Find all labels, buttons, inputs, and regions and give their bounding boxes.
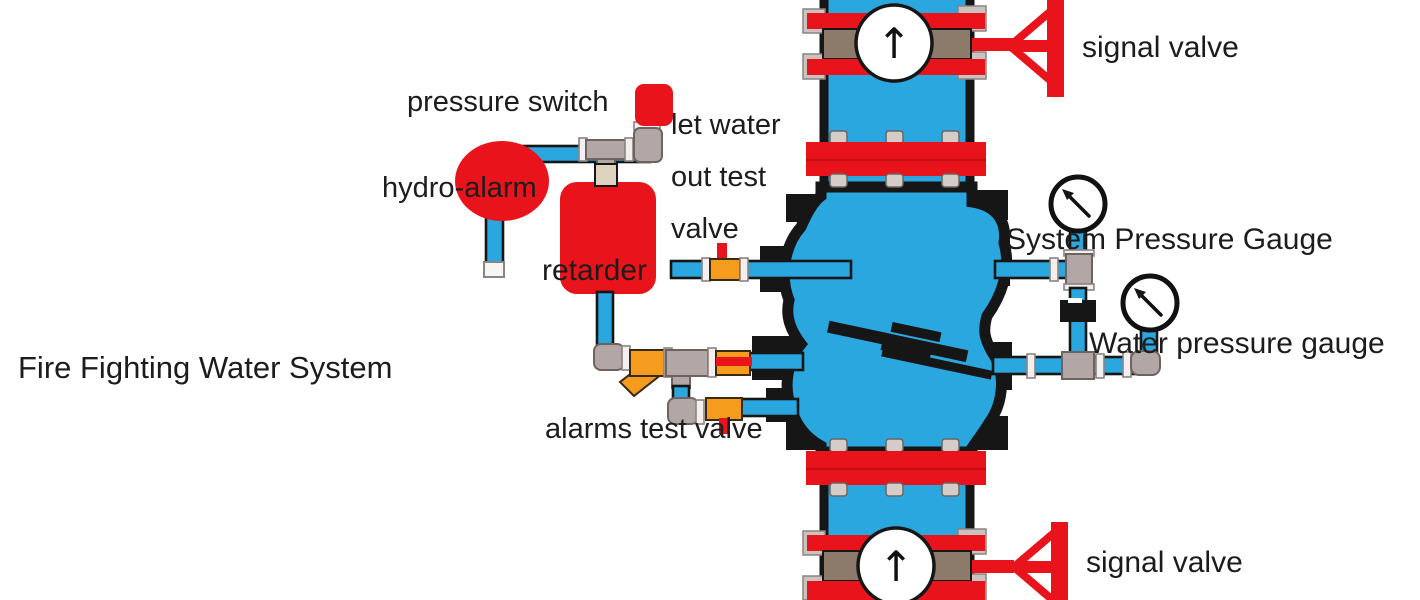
label-pressure-switch: pressure switch: [407, 86, 609, 118]
let-water-out-test-valve: [669, 243, 853, 282]
label-alarms-test-valve: alarms test valve: [545, 413, 763, 445]
bottom-flange: [806, 438, 986, 497]
gauge-needle: [1138, 292, 1163, 317]
flow-up-icon: ↑: [878, 542, 913, 591]
signal-valve-bottom-handle: [1010, 522, 1068, 600]
y-strainer: [618, 349, 667, 398]
hydro-alarm-gong: [455, 141, 549, 221]
flow-indicator-top: [854, 3, 934, 83]
gauge-needle: [1066, 193, 1091, 218]
diagram-title: Fire Fighting Water System: [18, 350, 393, 385]
label-hydro-alarm: hydro-alarm: [382, 172, 537, 204]
flow-up-icon: ↑: [876, 19, 911, 68]
clapper: [826, 320, 993, 380]
signal-valve-top-assembly: ↑: [802, 0, 1064, 97]
water-pressure-gauge: [1120, 273, 1180, 333]
system-pressure-gauge: [1048, 174, 1108, 234]
alarm-trim-piping: [455, 84, 853, 434]
pressure-switch: [635, 84, 673, 126]
alarm-check-valve-body: [752, 181, 1013, 458]
signal-valve-top-handle: [1006, 0, 1064, 97]
label-retarder: retarder: [542, 254, 648, 287]
top-flange: [806, 130, 986, 188]
retarder-tank: [560, 182, 656, 294]
label-system-pressure-gauge: System Pressure Gauge: [1006, 223, 1333, 256]
label-signal-valve-bottom: signal valve: [1086, 546, 1243, 579]
gauge-isolation-valve: [1060, 300, 1096, 322]
gauge-piping: [991, 174, 1180, 380]
flow-indicator-bottom: [856, 526, 936, 600]
signal-valve-bottom-assembly: ↑: [802, 522, 1068, 600]
label-water-pressure-gauge: Water pressure gauge: [1089, 327, 1385, 360]
label-let-water-out-test-valve: let water out test valve: [671, 109, 781, 245]
label-signal-valve-top: signal valve: [1082, 31, 1239, 64]
